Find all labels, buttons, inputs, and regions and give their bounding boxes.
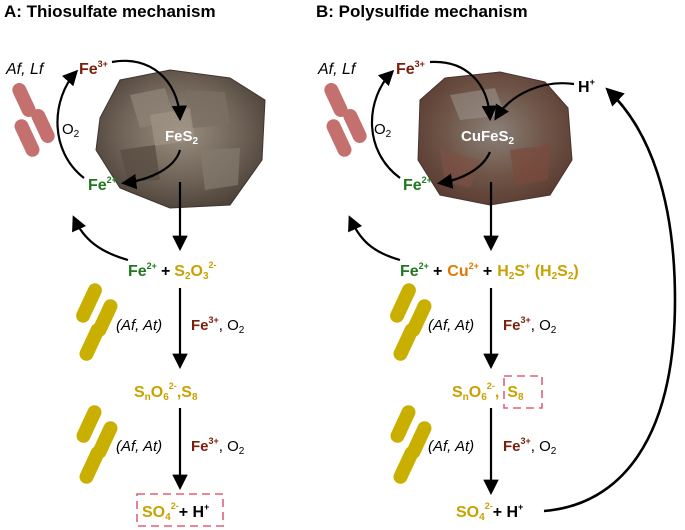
panel-b-yellow-bacteria-1-icon bbox=[390, 283, 432, 361]
panel-b-yellow-bacteria-2-icon bbox=[390, 405, 432, 484]
panel-a-arrow-mineral-to-fe2 bbox=[120, 149, 182, 190]
panel-a-intermediates: SnO62-,S8 bbox=[134, 381, 198, 403]
panel-b: B: Polysulfide mechanism Af, Lf CuFeS2 F… bbox=[316, 2, 677, 523]
panel-b-arrow-mineral-to-fe2 bbox=[436, 151, 492, 189]
panel-a-afat-1: (Af, At) bbox=[116, 317, 162, 334]
panel-b-final-products: SO42-+ H+ bbox=[456, 501, 523, 523]
panel-b-arrow-h-to-mineral bbox=[494, 82, 575, 121]
panel-a-arrow-fe3-to-mineral bbox=[111, 59, 188, 122]
panel-a-yellow-bacteria-1-icon bbox=[76, 283, 118, 361]
panel-a-red-bacteria-icon bbox=[12, 83, 55, 157]
panel-a-arrow-fe2-to-fe3 bbox=[56, 69, 85, 179]
panel-b-mineral-label: CuFeS2 bbox=[461, 128, 515, 147]
panel-b-arrow-fe3-to-mineral bbox=[429, 60, 497, 122]
panel-b-arrow-h-recycle bbox=[543, 87, 677, 513]
panel-b-afat-2: (Af, At) bbox=[428, 438, 474, 455]
panel-b-fe3-label: Fe3+ bbox=[396, 59, 425, 78]
panel-a-afat-2: (Af, At) bbox=[116, 438, 162, 455]
panel-a-final-products: SO42-+ H+ bbox=[142, 501, 209, 523]
panel-a-o2-label: O2 bbox=[62, 121, 80, 140]
panel-b-arrow-products-to-fe2 bbox=[348, 215, 401, 262]
panel-a-final-highlight-box bbox=[136, 493, 224, 527]
chalcopyrite-mineral-icon bbox=[417, 71, 573, 206]
panel-b-o2-label: O2 bbox=[374, 121, 392, 140]
panel-a-af-lf-label: Af, Lf bbox=[5, 61, 45, 78]
panel-b-products: Fe2++Cu2++H2S+ (H2S2) bbox=[400, 261, 579, 282]
panel-a-step1-reagents: Fe3+, O2 bbox=[191, 315, 245, 336]
panel-b-afat-1: (Af, At) bbox=[428, 317, 474, 334]
panel-a-fe3-label: Fe3+ bbox=[79, 59, 108, 78]
panel-b-red-bacteria-icon bbox=[324, 83, 367, 157]
panel-a-arrow-products-to-fe2 bbox=[72, 215, 129, 262]
panel-a-yellow-bacteria-2-icon bbox=[76, 405, 118, 484]
panel-a-mineral-label: FeS2 bbox=[165, 128, 199, 147]
panel-b-intermediates: SnO62-,S8 bbox=[452, 381, 524, 403]
panel-a: A: Thiosulfate mechanism Af, Lf FeS2 Fe3… bbox=[4, 2, 266, 527]
panel-b-step2-reagents: Fe3+, O2 bbox=[503, 436, 557, 457]
panel-a-title: A: Thiosulfate mechanism bbox=[4, 2, 216, 21]
pyrite-mineral-icon bbox=[95, 69, 266, 209]
panel-b-title: B: Polysulfide mechanism bbox=[316, 2, 528, 21]
panel-b-step1-reagents: Fe3+, O2 bbox=[503, 315, 557, 336]
panel-b-fe2-label: Fe2+ bbox=[403, 175, 432, 194]
panel-b-h-label: H+ bbox=[578, 77, 595, 96]
panel-a-step2-reagents: Fe3+, O2 bbox=[191, 436, 245, 457]
panel-a-products: Fe2++S2O32- bbox=[128, 260, 217, 282]
panel-a-fe2-label: Fe2+ bbox=[88, 175, 117, 194]
panel-b-s8-highlight-box bbox=[503, 375, 543, 409]
panel-b-arrow-fe2-to-fe3 bbox=[370, 69, 401, 179]
panel-b-af-lf-label: Af, Lf bbox=[317, 61, 357, 78]
